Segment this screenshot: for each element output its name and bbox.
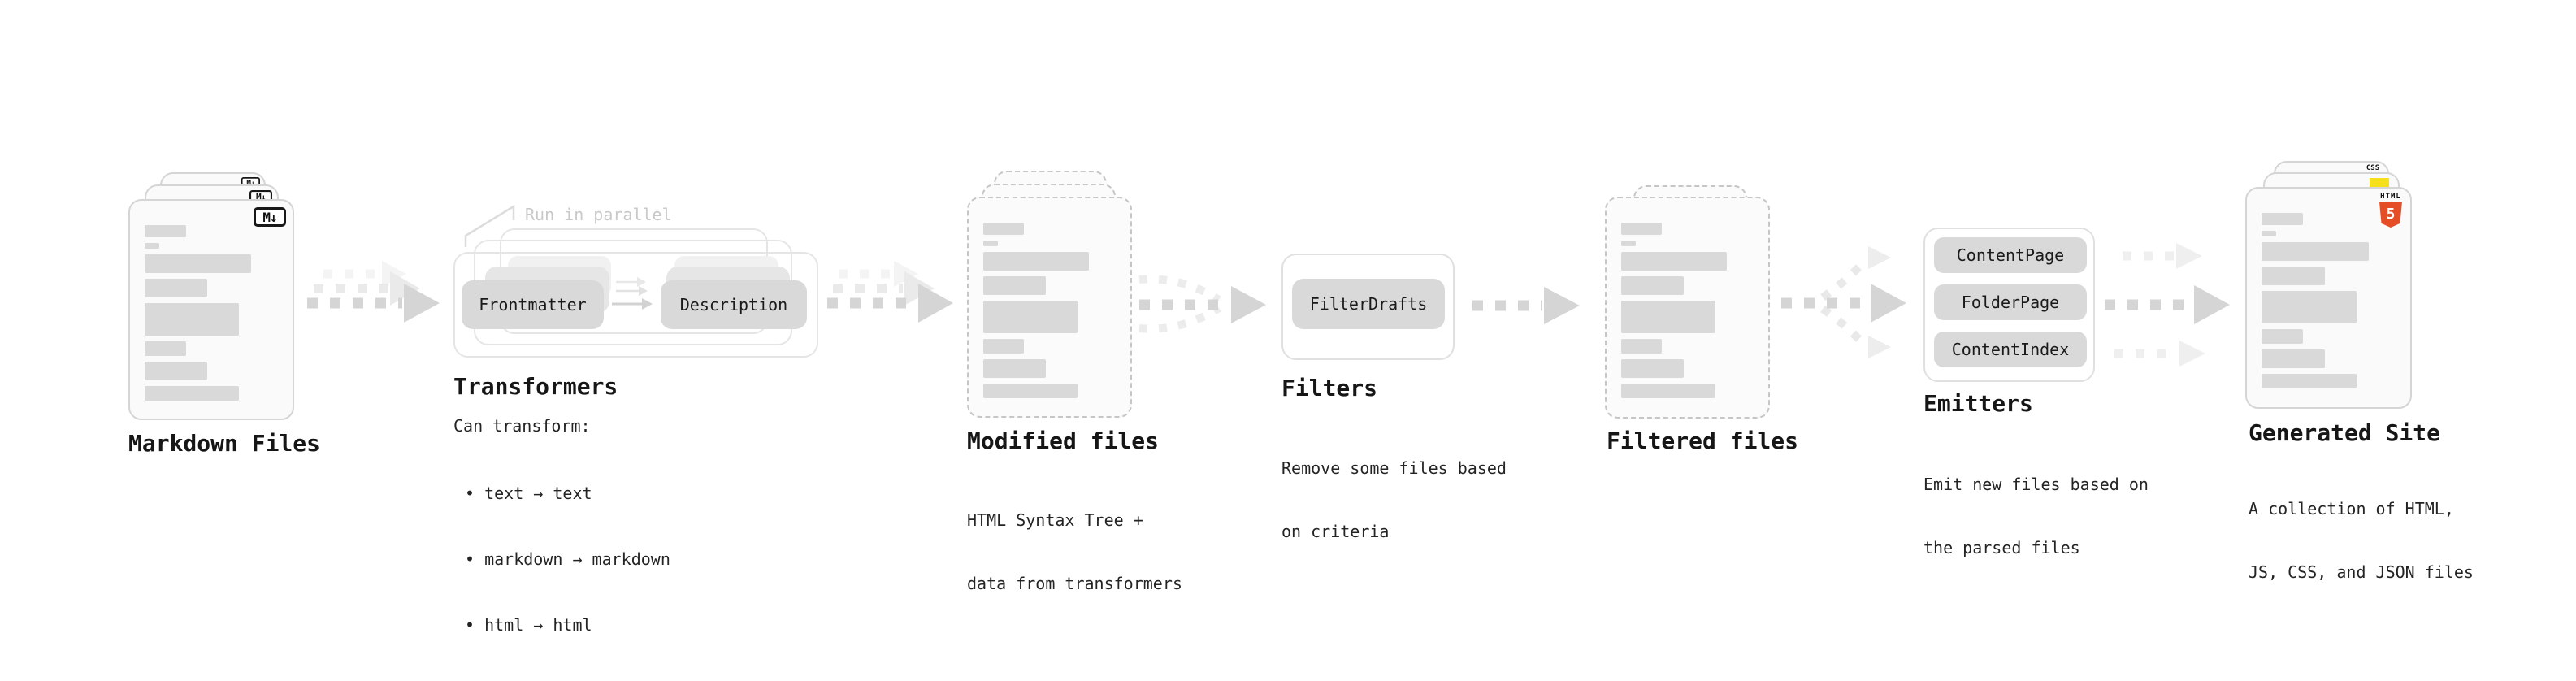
description-transformer-box: Description	[661, 280, 807, 329]
modified-file-card	[967, 197, 1132, 418]
text-line-placeholder	[982, 252, 1090, 271]
text-line-placeholder	[2262, 231, 2277, 236]
arrow-filtered-to-emitters	[1781, 246, 1906, 358]
text-line-placeholder	[1620, 339, 1663, 354]
text-line-placeholder	[145, 225, 186, 237]
modified-files-label: Modified files	[967, 427, 1160, 454]
text-line-placeholder	[145, 254, 252, 273]
emitters-label: Emitters	[1923, 390, 2033, 417]
markdown-badge-text: M↓	[246, 178, 255, 188]
frontmatter-transformer-box: Frontmatter	[462, 280, 604, 329]
text-line-placeholder	[1620, 276, 1684, 295]
modified-files-description: HTML Syntax Tree + data from transformer…	[967, 467, 1182, 636]
document-text-lines	[2262, 213, 2396, 388]
description-line: A collection of HTML,	[2249, 499, 2454, 518]
text-line-placeholder	[145, 362, 208, 380]
description-line: data from transformers	[967, 574, 1182, 593]
text-line-placeholder	[2262, 267, 2325, 285]
text-line-placeholder	[1620, 359, 1684, 378]
text-line-placeholder	[2262, 213, 2304, 225]
filtered-files-label: Filtered files	[1607, 427, 1799, 454]
folderpage-emitter-box: FolderPage	[1934, 284, 2087, 320]
arrow-markdown-to-transformers	[307, 261, 440, 323]
text-line-placeholder	[1620, 241, 1636, 246]
text-line-placeholder	[2262, 329, 2304, 344]
emitters-frame	[1923, 228, 2095, 382]
transform-bullet-markdown: • markdown → markdown	[465, 549, 670, 569]
filters-frame	[1281, 254, 1455, 360]
contentpage-emitter-box: ContentPage	[1934, 237, 2087, 273]
html5-number: 5	[2386, 206, 2396, 223]
text-line-placeholder	[145, 243, 160, 249]
text-line-placeholder	[2262, 374, 2357, 388]
text-line-placeholder	[145, 341, 186, 356]
markdown-icon: M↓	[254, 207, 286, 227]
generated-site-description: A collection of HTML, JS, CSS, and JSON …	[2249, 456, 2474, 625]
text-line-placeholder	[1620, 252, 1728, 271]
text-line-placeholder	[982, 384, 1078, 398]
description-line: JS, CSS, and JSON files	[2249, 562, 2474, 582]
text-line-placeholder	[982, 359, 1046, 378]
arrow-emitters-to-site	[2105, 243, 2230, 367]
text-line-placeholder	[982, 241, 998, 246]
transformers-label: Transformers	[453, 373, 618, 400]
arrow-transformers-to-modified	[827, 261, 953, 323]
transform-bullet-text: • text → text	[465, 484, 592, 503]
filters-description: Remove some files based on criteria	[1281, 415, 1507, 584]
text-line-placeholder	[145, 279, 208, 297]
filters-label: Filters	[1281, 375, 1378, 401]
markdown-badge-text: M↓	[262, 209, 277, 225]
html5-icon: HTML 5	[2378, 193, 2404, 228]
generated-site-label: Generated Site	[2249, 419, 2441, 446]
emitters-description: Emit new files based on the parsed files	[1923, 432, 2149, 601]
markdown-files-label: Markdown Files	[128, 430, 321, 457]
text-line-placeholder	[2262, 291, 2357, 323]
text-line-placeholder	[145, 303, 240, 336]
description-line: on criteria	[1281, 522, 1390, 541]
text-line-placeholder	[982, 223, 1025, 235]
text-line-placeholder	[2262, 349, 2325, 368]
text-line-placeholder	[1620, 301, 1715, 333]
html5-shield: 5	[2379, 202, 2402, 228]
markdown-file-card: M↓	[128, 199, 294, 420]
transformers-description-title: Can transform:	[453, 416, 591, 436]
text-line-placeholder	[1620, 384, 1715, 398]
arrow-filters-to-filtered	[1472, 287, 1580, 324]
run-in-parallel-annotation: Run in parallel	[525, 205, 672, 224]
text-line-placeholder	[1620, 223, 1663, 235]
html5-badge-text: HTML	[2380, 193, 2401, 201]
text-line-placeholder	[982, 276, 1046, 295]
text-line-placeholder	[982, 339, 1025, 354]
contentindex-emitter-box: ContentIndex	[1934, 332, 2087, 367]
filtered-file-card	[1605, 197, 1770, 419]
transform-bullet-html: • html → html	[465, 615, 592, 635]
arrow-modified-to-filters	[1138, 275, 1266, 333]
css-badge-text: CSS	[2366, 164, 2380, 172]
filterdrafts-box: FilterDrafts	[1292, 279, 1445, 329]
text-line-placeholder	[2262, 242, 2369, 261]
description-line: the parsed files	[1923, 538, 2080, 557]
document-text-lines	[982, 223, 1116, 398]
transformers-capability-list: • text → text • markdown → markdown • ht…	[465, 439, 670, 680]
description-line: Emit new files based on	[1923, 475, 2149, 494]
site-file-card-html: HTML 5	[2245, 187, 2412, 409]
text-line-placeholder	[145, 386, 240, 401]
description-line: Remove some files based	[1281, 458, 1507, 478]
description-line: HTML Syntax Tree +	[967, 510, 1143, 530]
javascript-icon	[2370, 178, 2389, 189]
document-text-lines	[145, 225, 278, 401]
transformer-frame	[453, 252, 818, 358]
document-text-lines	[1620, 223, 1754, 398]
text-line-placeholder	[982, 301, 1078, 333]
